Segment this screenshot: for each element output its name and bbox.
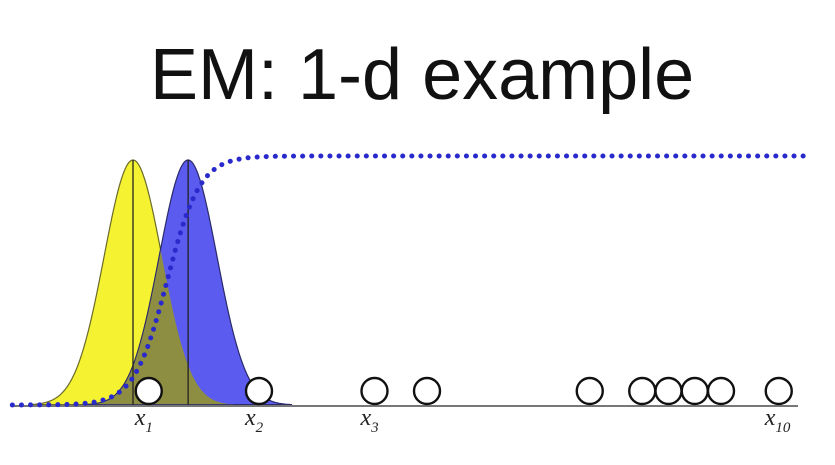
point-label: x2 <box>244 405 264 436</box>
data-point <box>134 376 163 406</box>
point-label: x1 <box>134 405 153 436</box>
data-point <box>680 376 709 406</box>
point-label: x10 <box>764 405 791 436</box>
posterior-dotted-curve <box>9 153 813 408</box>
slide-title: EM: 1-d example <box>150 35 695 115</box>
data-point <box>575 376 604 406</box>
point-labels: x1 x2 x3 x10 <box>134 405 791 436</box>
point-label: x3 <box>360 405 379 436</box>
data-points <box>134 376 793 406</box>
data-point <box>628 376 657 406</box>
data-point <box>360 376 389 406</box>
data-point <box>412 376 442 406</box>
data-point <box>706 376 736 406</box>
data-point <box>764 376 793 406</box>
data-point <box>244 376 274 406</box>
data-point <box>654 376 683 406</box>
